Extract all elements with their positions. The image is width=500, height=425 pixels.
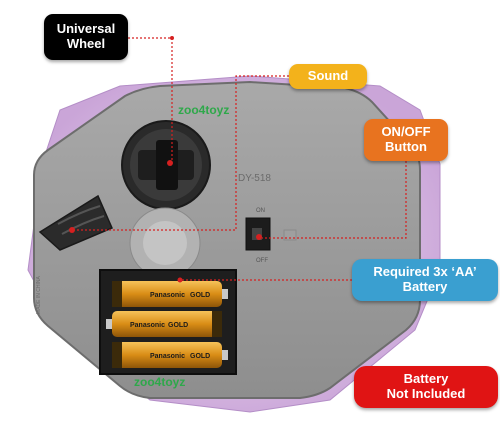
- battery-2: Panasonic GOLD: [106, 311, 222, 337]
- battery-required-label: Required 3x ‘AA’ Battery: [373, 264, 477, 294]
- battery-not-included-callout: Battery Not Included: [354, 366, 498, 408]
- switch-slider[interactable]: [252, 228, 262, 240]
- battery-marker-dot: [177, 277, 183, 283]
- battery-2-brand: Panasonic: [130, 322, 165, 329]
- center-dome-inner: [143, 221, 187, 265]
- switch-on-label: ON: [256, 208, 265, 214]
- sound-callout: Sound: [289, 64, 367, 89]
- switch-tab: [283, 229, 297, 241]
- battery-1-brand: Panasonic: [150, 292, 185, 299]
- brand-logo-top: zoo4toyz: [178, 103, 229, 117]
- leader-sound: [75, 75, 289, 231]
- leader-onoff: [262, 161, 407, 239]
- universal-wheel-callout: Universal Wheel: [44, 14, 128, 60]
- battery-3-brand: Panasonic: [150, 353, 185, 360]
- battery-1: Panasonic GOLD: [112, 281, 228, 307]
- model-label: DY-518: [238, 173, 271, 184]
- battery-3-gold: GOLD: [190, 353, 210, 360]
- sound-label: Sound: [307, 68, 349, 84]
- made-in-label: MADE IN CHINA: [36, 276, 42, 314]
- switch-marker-dot: [256, 234, 262, 240]
- speaker-marker-dot: [69, 227, 75, 233]
- leader-wheel-node: [170, 36, 174, 40]
- battery-1-gold: GOLD: [190, 292, 210, 299]
- speaker-slot-1: [57, 205, 101, 225]
- wheel-axle: [156, 140, 178, 190]
- battery-not-included-label: Battery Not Included: [386, 371, 466, 401]
- wheel-marker-dot: [167, 160, 173, 166]
- switch-off-label: OFF: [256, 258, 268, 264]
- speaker-grille: [38, 194, 113, 251]
- battery-2-gold: GOLD: [168, 322, 188, 329]
- on-off-callout: ON/OFF Button: [364, 119, 448, 161]
- battery-required-callout: Required 3x ‘AA’ Battery: [352, 259, 498, 301]
- battery-3: Panasonic GOLD: [112, 342, 228, 368]
- on-off-label: ON/OFF Button: [381, 124, 431, 154]
- universal-wheel-label: Universal Wheel: [56, 21, 116, 51]
- speaker-slot-2: [61, 215, 105, 235]
- brand-logo-bottom: zoo4toyz: [134, 375, 185, 389]
